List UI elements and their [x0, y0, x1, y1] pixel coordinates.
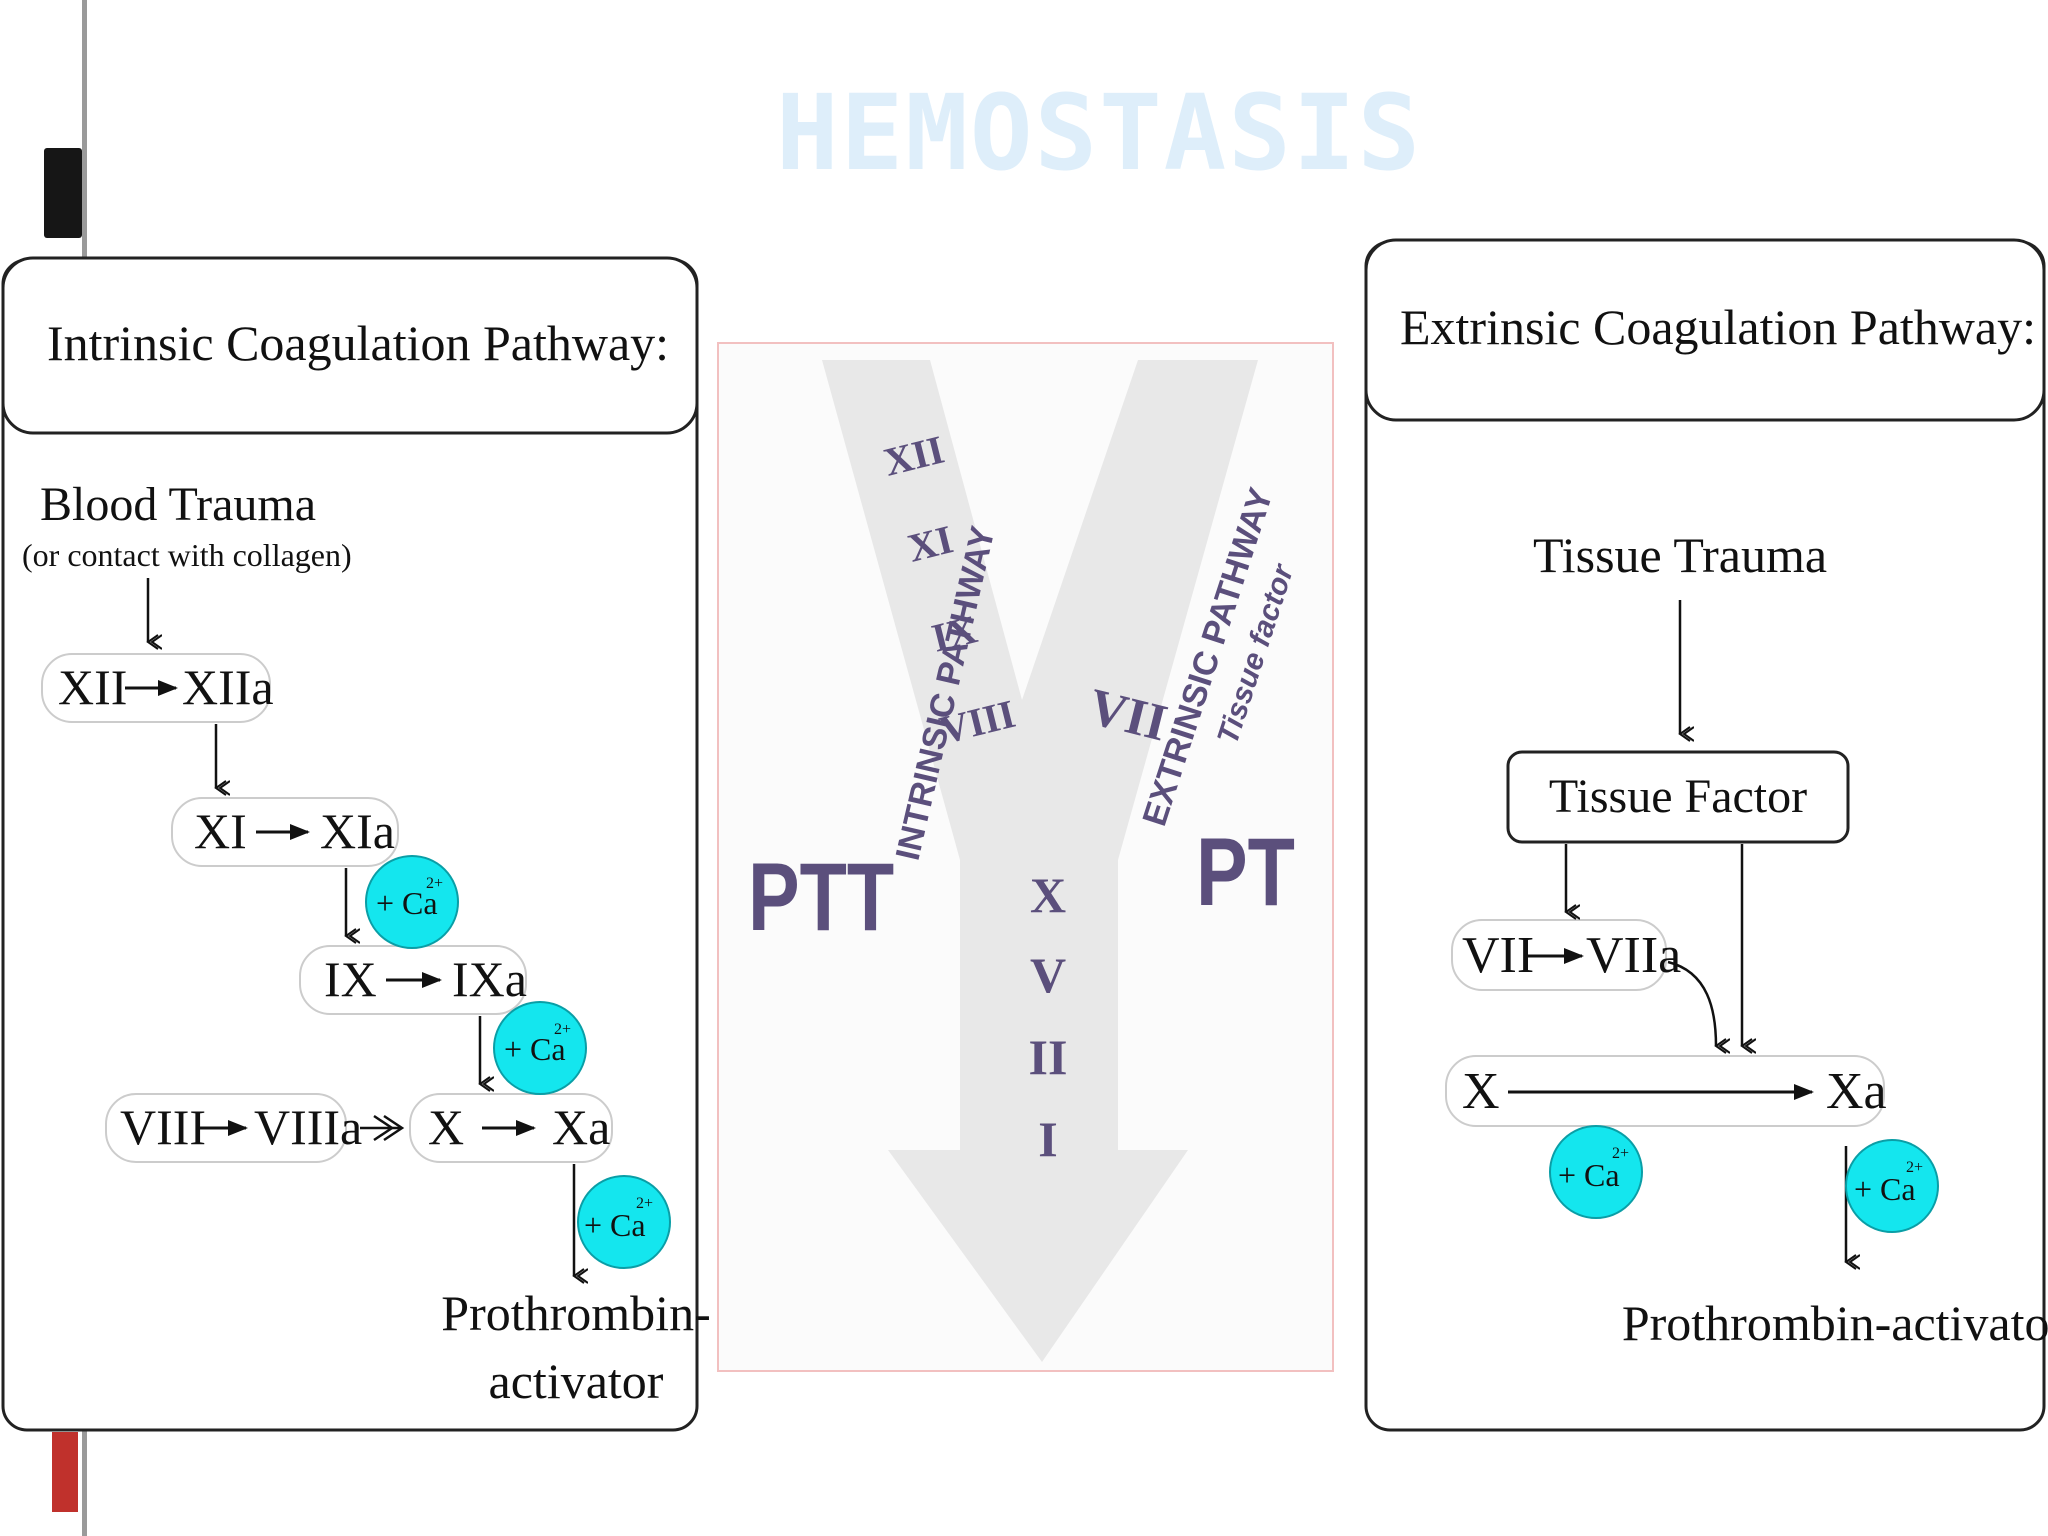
step-to: XIIa — [182, 659, 274, 715]
svg-text:2+: 2+ — [554, 1021, 571, 1038]
intrinsic-header-box — [1, 256, 699, 435]
intrinsic-product-line2: activator — [489, 1353, 664, 1409]
svg-text:2+: 2+ — [1612, 1145, 1629, 1162]
extrinsic-header: Extrinsic Coagulation Pathway: — [1400, 299, 2036, 355]
step-to: Xa — [552, 1099, 610, 1155]
svg-text:+ Ca: + Ca — [1854, 1171, 1916, 1207]
intrinsic-trigger-note: (or contact with collagen) — [22, 537, 352, 573]
svg-text:+ Ca: + Ca — [504, 1031, 566, 1067]
intrinsic-step-x: X Xa — [409, 1093, 613, 1163]
left-factor-xi: XI — [903, 516, 957, 570]
calcium-bubble: + Ca 2+ — [1549, 1125, 1643, 1219]
intrinsic-step-xi: XI XIa — [171, 797, 399, 867]
common-factor-i: I — [1038, 1111, 1057, 1167]
slide-title: HEMOSTASIS — [776, 72, 1423, 194]
step-to: Xa — [1826, 1063, 1887, 1120]
left-decor-black-bar — [44, 148, 82, 238]
svg-text:+ Ca: + Ca — [376, 885, 438, 921]
extrinsic-step-vii: VII VIIa — [1451, 919, 1681, 991]
intrinsic-step-xii: XII XIIa — [41, 653, 274, 723]
common-factor-ii: II — [1029, 1029, 1068, 1085]
tissue-factor-text: Tissue Factor — [1549, 770, 1807, 823]
intrinsic-step-viii: VIII VIIIa — [105, 1093, 362, 1163]
ptt-label: PTT — [748, 843, 894, 951]
common-factor-x: X — [1030, 867, 1066, 923]
step-from: XII — [58, 659, 127, 715]
step-to: VIIa — [1586, 927, 1681, 984]
svg-text:2+: 2+ — [636, 1195, 653, 1212]
extrinsic-trigger: Tissue Trauma — [1533, 527, 1827, 583]
calcium-bubble: + Ca 2+ — [365, 855, 459, 949]
step-to: XIa — [320, 803, 395, 859]
common-factor-v: V — [1030, 947, 1066, 1003]
step-from: XI — [194, 803, 247, 859]
step-from: X — [1462, 1063, 1500, 1120]
step-from: X — [428, 1099, 464, 1155]
pt-label: PT — [1196, 818, 1295, 926]
intrinsic-product-line1: Prothrombin- — [441, 1285, 710, 1341]
intrinsic-trigger: Blood Trauma — [40, 478, 316, 531]
step-to: VIIIa — [254, 1099, 362, 1155]
svg-text:+ Ca: + Ca — [584, 1207, 646, 1243]
extrinsic-product: Prothrombin-activator — [1622, 1295, 2048, 1351]
svg-text:2+: 2+ — [426, 875, 443, 892]
step-to: IXa — [452, 951, 527, 1007]
intrinsic-cascade-arrows — [148, 578, 574, 1276]
extrinsic-step-x: X Xa — [1445, 1055, 1887, 1127]
calcium-bubble: + Ca 2+ — [577, 1175, 671, 1269]
viii-to-x-arrow — [360, 1114, 405, 1142]
extrinsic-cascade-arrows — [1566, 844, 1846, 1262]
left-decor-red-bar — [52, 1432, 78, 1512]
extrinsic-header-box — [1364, 238, 2046, 422]
calcium-bubble: + Ca 2+ — [493, 1001, 587, 1095]
left-factor-ix: IX — [927, 606, 981, 660]
step-from: VII — [1462, 927, 1534, 984]
y-arrow-shape — [822, 360, 1258, 1362]
step-from: IX — [324, 951, 377, 1007]
svg-text:+ Ca: + Ca — [1558, 1157, 1620, 1193]
svg-text:2+: 2+ — [1906, 1159, 1923, 1176]
calcium-bubble: + Ca 2+ — [1845, 1139, 1939, 1233]
intrinsic-header: Intrinsic Coagulation Pathway: — [47, 315, 669, 371]
tissue-factor-box — [1506, 750, 1850, 844]
step-from: VIII — [120, 1099, 206, 1155]
